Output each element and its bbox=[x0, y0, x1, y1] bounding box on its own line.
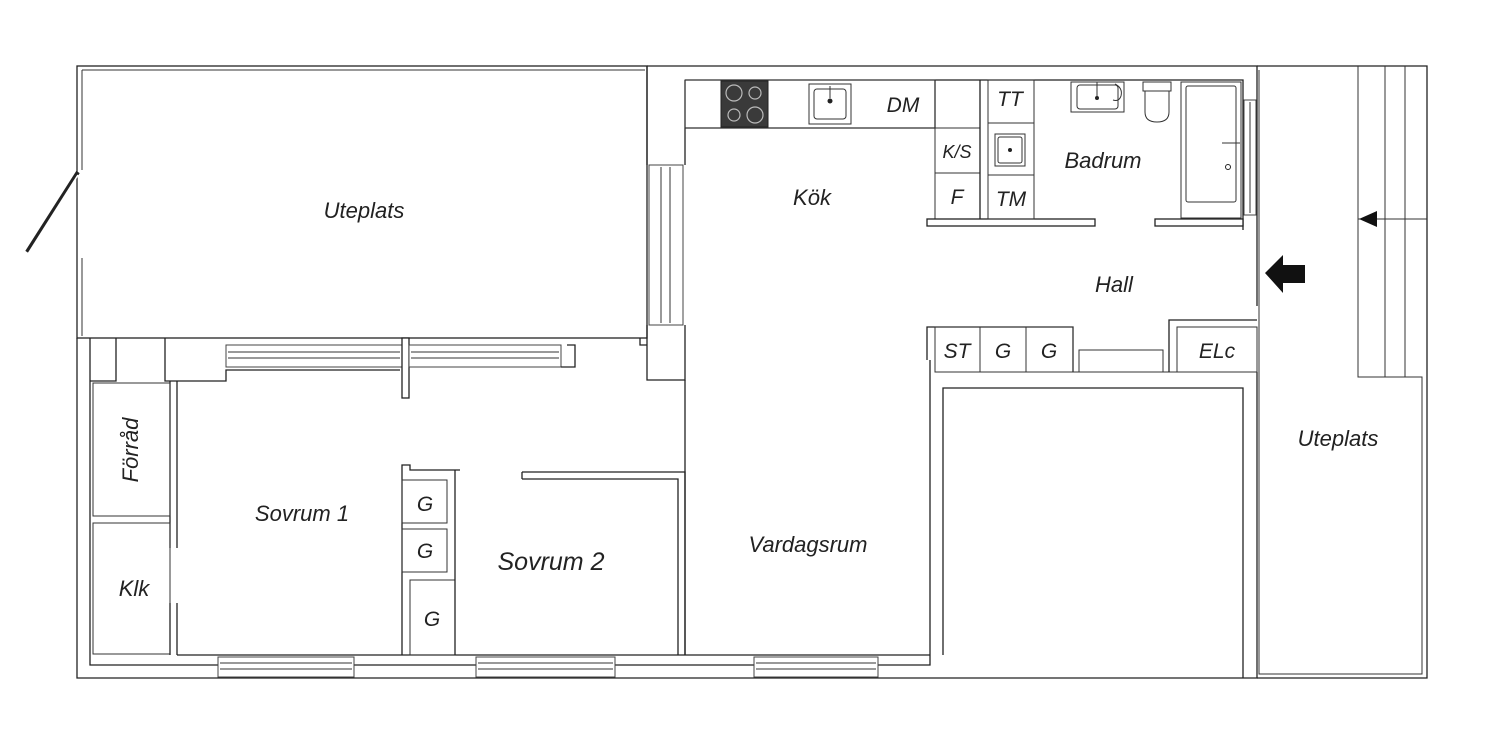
dm-label: DM bbox=[887, 94, 920, 117]
ks-label: K/S bbox=[942, 142, 971, 162]
patio-west bbox=[25, 65, 648, 339]
st-label: ST bbox=[944, 340, 973, 363]
bedroom-wing: Förråd Klk G G G Sovrum 1 Sovrum 2 Varda… bbox=[90, 337, 868, 656]
entrance-arrow-icon bbox=[1265, 255, 1305, 293]
bathroom: TT TM Badr bbox=[926, 79, 1257, 227]
gate-arrow-icon bbox=[1359, 211, 1377, 227]
f-label: F bbox=[951, 186, 965, 209]
room-label-badrum: Badrum bbox=[1064, 148, 1141, 173]
room-label-sovrum1: Sovrum 1 bbox=[255, 501, 349, 526]
stove-icon bbox=[720, 80, 769, 128]
tt-label: TT bbox=[997, 88, 1025, 111]
hall: Hall ST G G ELc bbox=[926, 255, 1305, 678]
toilet-icon bbox=[1142, 81, 1172, 123]
room-label-forrad: Förråd bbox=[118, 417, 143, 483]
south-windows bbox=[217, 656, 879, 678]
g-bed-2-label: G bbox=[417, 540, 433, 563]
room-label-hall: Hall bbox=[1095, 272, 1134, 297]
room-label-kok: Kök bbox=[793, 185, 832, 210]
sink-icon bbox=[994, 133, 1026, 167]
tm-label: TM bbox=[996, 188, 1027, 211]
room-label-uteplats-east: Uteplats bbox=[1298, 426, 1379, 451]
g-bed-3-label: G bbox=[424, 608, 440, 631]
bathtub-icon bbox=[1180, 81, 1242, 219]
g-bed-1-label: G bbox=[417, 493, 433, 516]
kitchen: DM K/S F Kök bbox=[684, 79, 981, 220]
room-label-vardagsrum: Vardagsrum bbox=[748, 532, 867, 557]
sink-icon bbox=[1070, 81, 1125, 113]
elc-label: ELc bbox=[1199, 340, 1236, 363]
g-hall-1-label: G bbox=[995, 340, 1011, 363]
g-hall-2-label: G bbox=[1041, 340, 1057, 363]
room-label-sovrum2: Sovrum 2 bbox=[498, 548, 605, 576]
patio-east: Uteplats bbox=[1257, 65, 1428, 679]
room-label-klk: Klk bbox=[119, 576, 151, 601]
sink-icon bbox=[808, 83, 852, 125]
room-label-uteplats-west: Uteplats bbox=[324, 198, 405, 223]
